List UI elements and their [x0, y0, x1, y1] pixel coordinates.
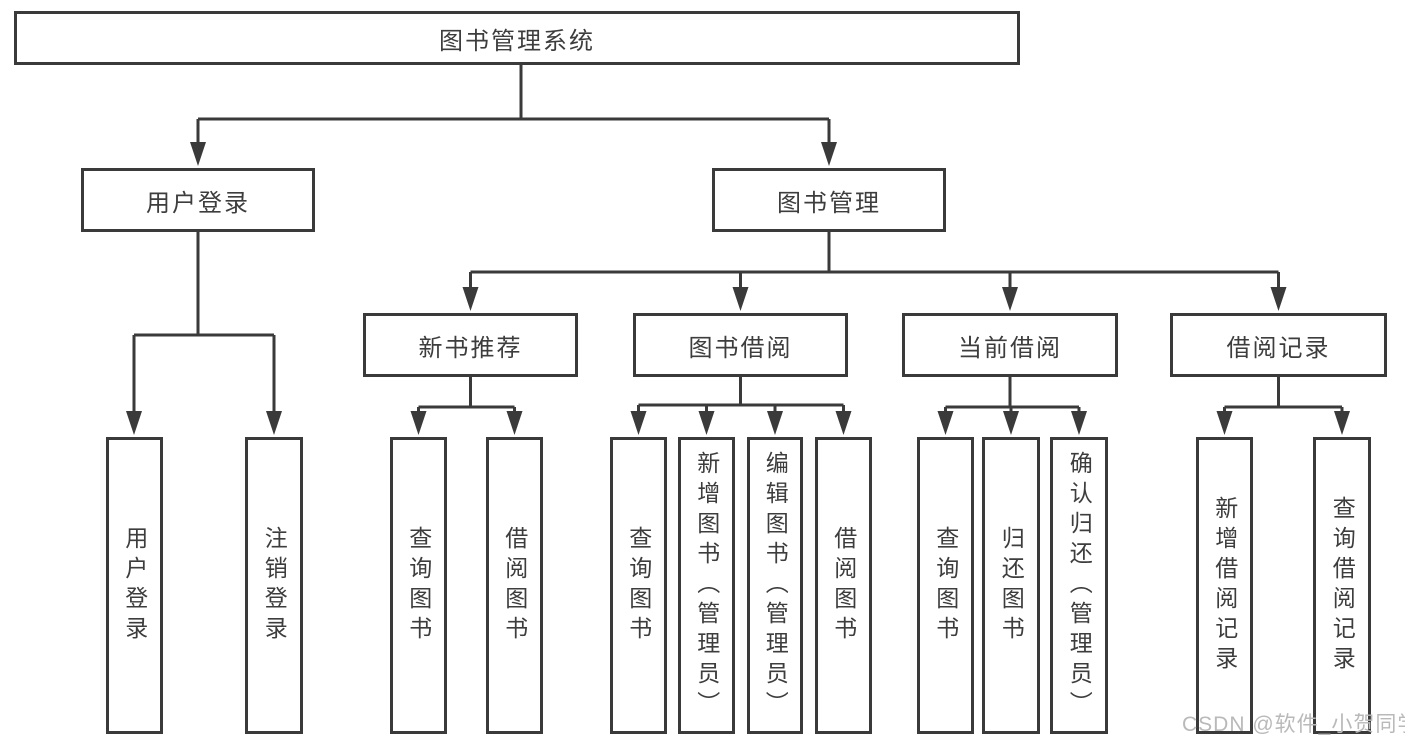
leaf-edit-book-admin: 编辑图书（管理员） — [747, 437, 803, 734]
leaf-borrow-book: 借阅图书 — [815, 437, 872, 734]
node-current-borrowing: 当前借阅 — [902, 313, 1118, 377]
leaf-borrow-book-recommend: 借阅图书 — [486, 437, 543, 734]
leaf-add-borrow-record: 新增借阅记录 — [1196, 437, 1253, 734]
leaf-logout: 注销登录 — [245, 437, 303, 734]
node-user-login: 用户登录 — [81, 168, 315, 232]
leaf-confirm-return-admin: 确认归还（管理员） — [1050, 437, 1108, 734]
node-root-system: 图书管理系统 — [14, 11, 1020, 65]
node-new-book-recommendation: 新书推荐 — [363, 313, 578, 377]
leaf-user-login: 用户登录 — [106, 437, 163, 734]
leaf-query-book-recommend: 查询图书 — [390, 437, 447, 734]
leaf-query-borrow-record: 查询借阅记录 — [1313, 437, 1371, 734]
node-book-borrowing: 图书借阅 — [633, 313, 848, 377]
leaf-query-book-current: 查询图书 — [917, 437, 974, 734]
arrowhead-icons — [126, 142, 1350, 435]
csdn-watermark: CSDN @软件_小贺同学 — [1182, 713, 1405, 736]
leaf-query-book-borrowing: 查询图书 — [610, 437, 667, 734]
leaf-return-book: 归还图书 — [982, 437, 1040, 734]
node-borrowing-records: 借阅记录 — [1170, 313, 1387, 377]
node-book-management: 图书管理 — [712, 168, 946, 232]
leaf-add-book-admin: 新增图书（管理员） — [678, 437, 735, 734]
